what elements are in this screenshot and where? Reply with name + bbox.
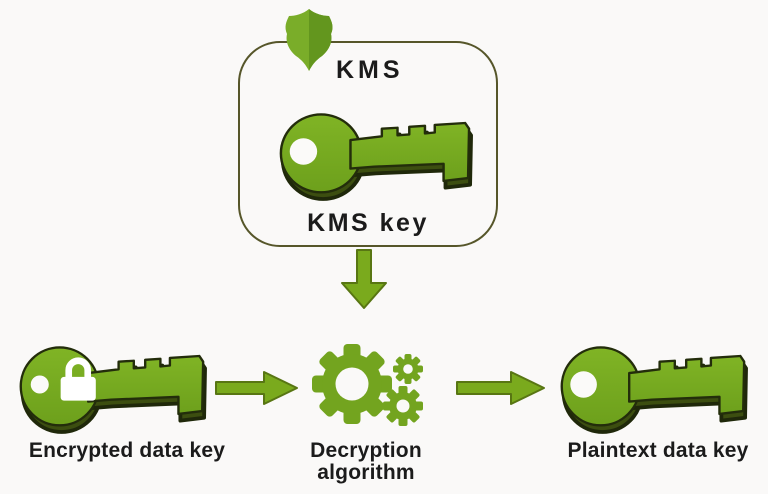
kms-key-icon	[278, 112, 473, 201]
encrypted-key-label: Encrypted data key	[28, 439, 226, 462]
decryption-label-line2: algorithm	[317, 461, 415, 484]
plaintext-key-label: Plaintext data key	[567, 439, 749, 462]
arrow-right-icon	[215, 371, 298, 405]
lock-icon	[60, 357, 96, 401]
arrow-down-icon	[341, 249, 387, 309]
plaintext-key-icon	[559, 345, 748, 434]
decryption-algorithm-label: Decryption algorithm	[286, 440, 446, 484]
gears-icon	[312, 344, 423, 426]
arrow-right-icon	[456, 371, 545, 405]
decryption-label-line1: Decryption	[310, 439, 422, 462]
kms-box-title: KMS	[336, 56, 404, 84]
kms-key-label: KMS key	[307, 209, 429, 237]
shield-icon	[285, 9, 333, 71]
encrypted-key-icon	[18, 345, 207, 434]
kms-boundary-box	[238, 41, 498, 247]
